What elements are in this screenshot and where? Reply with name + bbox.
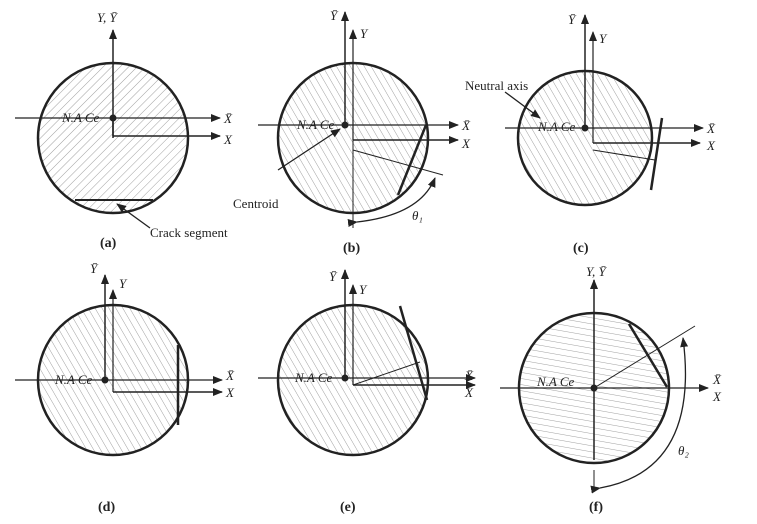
caption-b: (b) [343,241,360,256]
panel-c: Neutral axis N.A Ce Ȳ Y X̄ X (c) [465,12,716,256]
ybar-label: Ȳ [330,8,339,23]
centroid-dot [101,376,109,384]
y-label: Y [599,31,608,46]
panel-a: N.A Ce Y, Ȳ X̄ X Crack segment (a) [15,10,233,251]
crack-chord [649,117,664,191]
theta2-label: θ₂ [678,443,689,458]
centroid-dot [341,374,349,382]
x-label: X [223,132,233,147]
na-ce-label: N.A Ce [536,374,575,389]
centroid-leader [277,128,341,171]
theta1-label: θ₁ [412,208,423,223]
crack-leader [116,203,151,229]
crack-direction-line [352,149,444,176]
caption-e: (e) [340,500,356,515]
na-ce-label: N.A Ce [296,117,335,132]
crack-segment-label: Crack segment [150,225,228,240]
centroid-dot [581,124,589,132]
y-label: Y [119,276,128,291]
xbar-label: X̄ [712,372,722,387]
theta2-arc [590,337,689,494]
theta1-arc [347,177,436,227]
y-ybar-label: Y, Ȳ [586,264,608,279]
na-ce-label: N.A Ce [61,110,100,125]
x-label: X [461,136,471,151]
ybar-label: Ȳ [90,261,99,276]
xbar-label: X̄ [464,368,474,383]
centroid-dot [341,121,349,129]
panel-f: N.A Ce Y, Ȳ X̄ X θ₂ (f) [500,264,722,515]
x-label: X [706,138,716,153]
na-ce-label: N.A Ce [54,372,93,387]
y-ybar-label: Y, Ȳ [97,10,119,25]
xbar-label: X̄ [225,368,235,383]
y-label: Y [359,282,368,297]
caption-a: (a) [100,236,117,251]
neutral-axis-leader [504,91,541,119]
centroid-dot [109,114,117,122]
neutral-axis-label: Neutral axis [465,78,528,93]
panel-e: N.A Ce Ȳ Y X̄ X (e) [258,269,476,515]
na-ce-label: N.A Ce [537,119,576,134]
ybar-label: Ȳ [568,12,577,27]
xbar-label: X̄ [223,111,233,126]
panel-b: N.A Ce Ȳ Y X̄ X Centroid θ₁ (b) [233,8,471,256]
x-label: X [464,385,474,400]
x-label: X [225,385,235,400]
y-label: Y [360,26,369,41]
panel-d: N.A Ce Ȳ Y X̄ X (d) [15,261,235,515]
caption-d: (d) [98,500,115,515]
ybar-label: Ȳ [329,269,338,284]
caption-c: (c) [573,241,589,256]
centroid-label: Centroid [233,196,279,211]
centroid-dot [590,384,598,392]
x-label: X [712,389,722,404]
xbar-label: X̄ [706,121,716,136]
caption-f: (f) [589,500,603,515]
xbar-label: X̄ [461,118,471,133]
na-ce-label: N.A Ce [294,370,333,385]
